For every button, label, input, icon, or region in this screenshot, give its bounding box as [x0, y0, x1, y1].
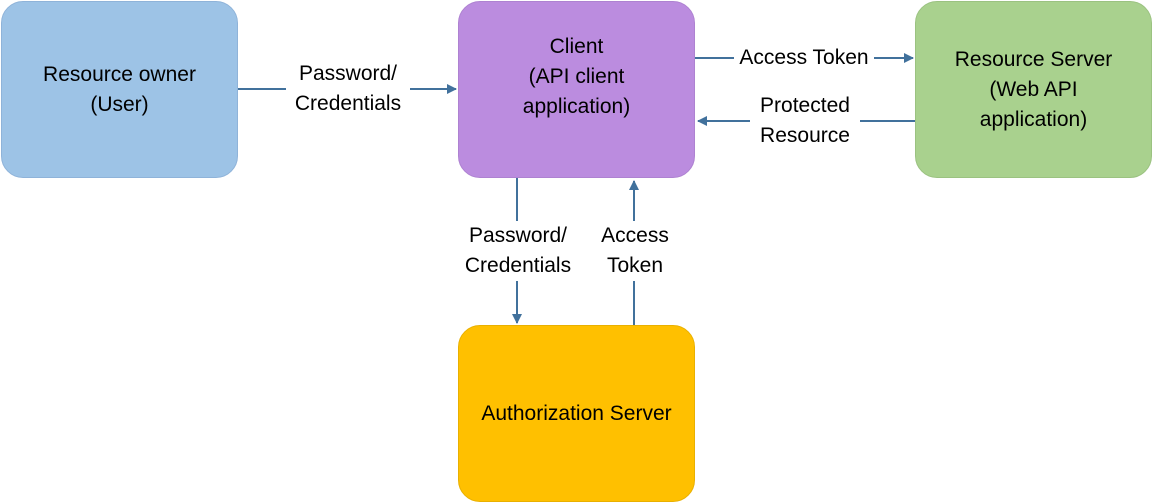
client-subtitle-1: (API client — [528, 64, 625, 88]
authorization-server-title: Authorization Server — [481, 401, 672, 425]
edge-label-line: Password/ — [298, 62, 398, 85]
edge-label-line: Access — [601, 224, 669, 247]
edge-label-resource-server-to-client: Protected Resource — [750, 91, 860, 151]
edge-label-line: Credentials — [464, 254, 572, 277]
resource-server-subtitle-2: application) — [979, 107, 1088, 131]
edge-label-line: Access Token — [739, 46, 869, 69]
authorization-server-node: Authorization Server — [458, 325, 695, 502]
resource-server-node: Resource Server (Web API application) — [915, 1, 1152, 178]
client-node: Client (API client application) — [458, 1, 695, 178]
client-title: Client — [549, 34, 604, 58]
edge-label-client-to-resource-server: Access Token — [734, 43, 874, 73]
edge-label-line: Credentials — [294, 92, 402, 115]
edge-label-line: Protected — [760, 94, 850, 117]
resource-owner-node: Resource owner (User) — [1, 1, 238, 178]
edge-label-line: Password/ — [468, 224, 568, 247]
edge-label-client-to-auth-server: Password/ Credentials — [456, 221, 580, 281]
resource-owner-subtitle: (User) — [90, 92, 149, 116]
client-subtitle-2: application) — [522, 94, 631, 118]
edge-label-line: Resource — [760, 124, 850, 147]
edge-label-owner-to-client: Password/ Credentials — [286, 59, 410, 119]
resource-server-subtitle-1: (Web API — [989, 77, 1078, 101]
resource-owner-title: Resource owner — [43, 62, 196, 86]
edge-label-auth-server-to-client: Access Token — [596, 221, 674, 281]
edge-label-line: Token — [606, 254, 664, 277]
resource-server-title: Resource Server — [954, 47, 1113, 71]
